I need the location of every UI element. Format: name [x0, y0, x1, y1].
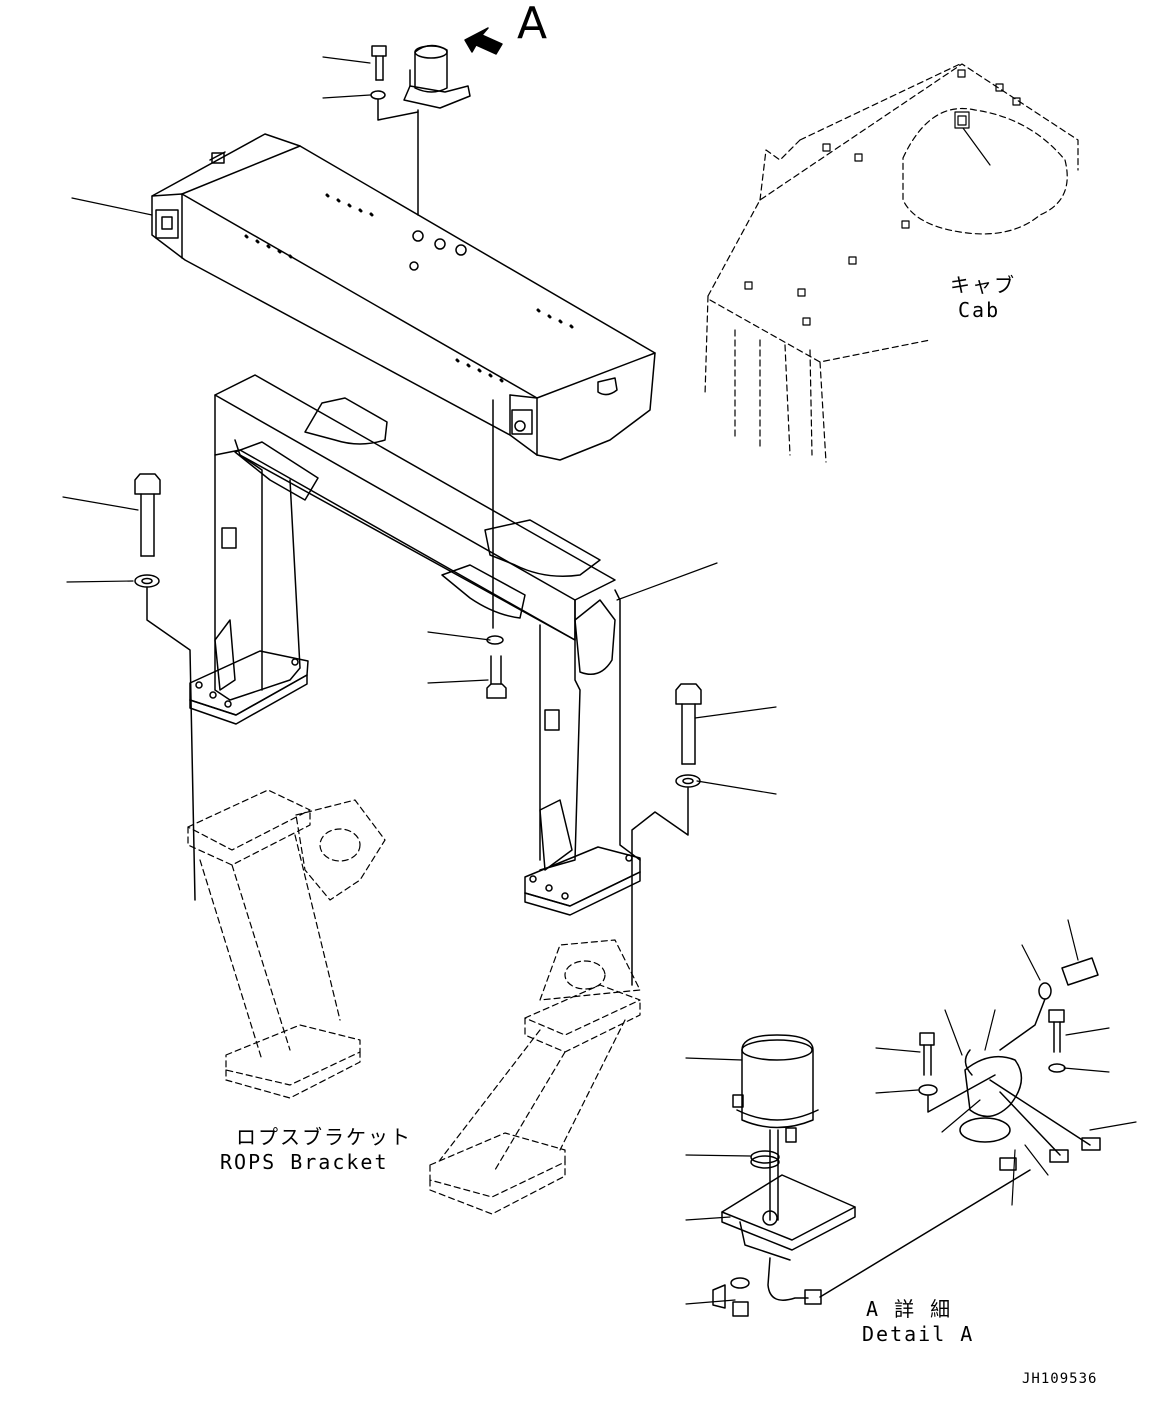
leader-lines [62, 56, 1137, 1305]
cab-label-ja: キャブ [950, 273, 1016, 297]
rops-bracket-label-en: ROPS Bracket [220, 1150, 389, 1174]
rops-frame [189, 374, 641, 916]
fasteners [134, 473, 702, 986]
drawing-number: JH109536 [1022, 1371, 1098, 1387]
cab-outline [704, 63, 1079, 463]
detail-a-label-ja: A 詳 細 [866, 1297, 953, 1321]
rops-bracket-left [187, 789, 386, 1099]
rotating-lamp-assembly [370, 27, 503, 216]
rops-top-beam [151, 133, 656, 461]
rops-bracket-label-ja: ロプスブラケット [236, 1125, 412, 1149]
rops-bracket-right [429, 939, 641, 1215]
cab-details [744, 69, 1021, 326]
detail-a-lamp [712, 957, 1101, 1317]
view-arrow-label: A [517, 0, 548, 49]
detail-a-label-en: Detail A [862, 1322, 975, 1346]
hole-rows [244, 193, 574, 383]
cab-label-en: Cab [958, 298, 1001, 322]
